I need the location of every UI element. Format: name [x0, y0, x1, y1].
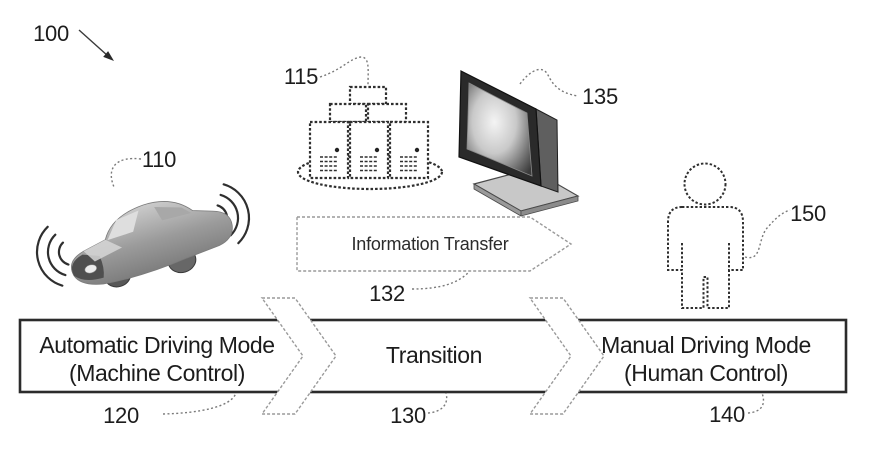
- network-node-top: [348, 85, 388, 106]
- information-transfer-label: Information Transfer: [351, 234, 508, 254]
- manual-mode-title: Manual Driving Mode: [601, 332, 811, 358]
- mode-timeline-bar: [18, 318, 848, 394]
- ref-label-130: 130: [390, 403, 426, 428]
- leader-line-150: [744, 209, 791, 259]
- leader-line-130: [427, 392, 448, 414]
- leader-line-115: [319, 56, 369, 87]
- chevron-separator-1: [260, 297, 337, 415]
- server-tower: [348, 120, 390, 180]
- leader-line-140: [747, 392, 765, 414]
- manual-mode-subtitle: (Human Control): [624, 360, 788, 386]
- leader-line-135: [519, 68, 579, 97]
- leader-line-110: [110, 157, 142, 188]
- ref-label-100: 100: [33, 21, 69, 46]
- autonomous-car-icon: [71, 201, 233, 288]
- person-icon: [667, 162, 744, 309]
- ref-label-140: 140: [709, 402, 745, 427]
- network-node-left: [328, 102, 368, 124]
- sound-wave-left-icon: [35, 225, 70, 287]
- network-node-right: [366, 102, 408, 124]
- information-transfer-arrow: [296, 216, 573, 272]
- ref-label-115: 115: [284, 64, 318, 89]
- chevron-separator-2: [528, 297, 605, 415]
- server-tower: [388, 120, 430, 180]
- ref-label-120: 120: [103, 403, 139, 428]
- transition-label: Transition: [386, 342, 482, 368]
- leader-line-120: [162, 392, 237, 415]
- server-tower: [308, 120, 350, 180]
- ref-label-135: 135: [582, 84, 618, 109]
- ref-100-arrow: [78, 29, 114, 61]
- monitor-icon: [458, 70, 580, 217]
- auto-mode-subtitle: (Machine Control): [69, 360, 245, 386]
- server-stack-icon: [296, 85, 444, 191]
- ref-label-110: 110: [142, 147, 176, 172]
- auto-mode-title: Automatic Driving Mode: [39, 332, 274, 358]
- ref-label-132: 132: [369, 281, 405, 306]
- leader-line-132: [411, 271, 470, 290]
- ref-label-150: 150: [790, 201, 826, 226]
